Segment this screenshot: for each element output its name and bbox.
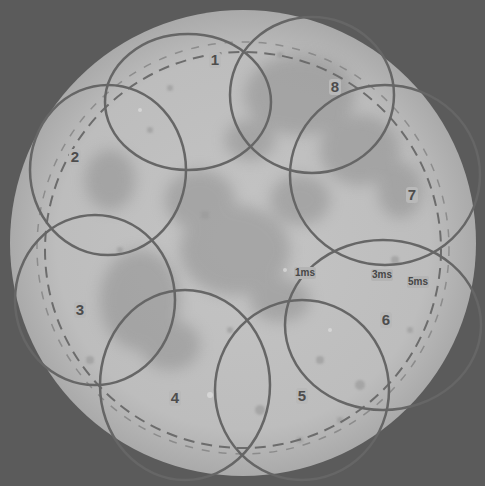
- coverage-ellipse: 5: [212, 297, 392, 483]
- coverage-ellipse: 1: [102, 31, 274, 173]
- region-number: 4: [169, 390, 181, 406]
- region-number: 1: [209, 52, 221, 68]
- ellipse-outline: [287, 82, 483, 268]
- ellipse-outline: [230, 17, 394, 173]
- contour-label: 1ms: [294, 267, 316, 279]
- coverage-ellipse: 6: [282, 237, 484, 413]
- ellipse-outline: [227, 14, 397, 176]
- dashed-contour: [37, 42, 449, 454]
- ellipse-outline: [97, 287, 273, 483]
- ellipse-outline: [27, 82, 189, 258]
- maria: [85, 52, 422, 443]
- ellipse-outline: [100, 290, 270, 480]
- region-number: 5: [296, 388, 308, 404]
- ellipse-outline: [30, 85, 186, 255]
- label-anchor: 3ms: [371, 264, 393, 282]
- contour-label: 3ms: [371, 269, 393, 281]
- coverage-ellipse: 3: [12, 212, 178, 388]
- dashed-contour: [45, 52, 441, 448]
- coverage-ellipse: 8: [227, 14, 397, 176]
- region-number: 3: [74, 302, 86, 318]
- coverage-ellipse: 2: [27, 82, 189, 258]
- coverage-ellipse: 4: [97, 287, 273, 483]
- region-number: 8: [329, 79, 341, 95]
- region-number: 2: [69, 149, 81, 165]
- ellipse-outline: [12, 212, 178, 388]
- region-number: 6: [380, 312, 392, 328]
- label-anchor: 1ms: [294, 262, 316, 280]
- ellipse-outline: [105, 34, 271, 170]
- label-anchor: 5ms: [407, 271, 429, 289]
- ellipse-outline: [290, 85, 480, 265]
- coverage-ellipse: 7: [287, 82, 483, 268]
- ellipse-outline: [215, 300, 389, 480]
- ellipse-outline: [15, 215, 175, 385]
- contour-label: 5ms: [407, 276, 429, 288]
- ellipse-outline: [102, 31, 274, 173]
- region-number: 7: [406, 187, 418, 203]
